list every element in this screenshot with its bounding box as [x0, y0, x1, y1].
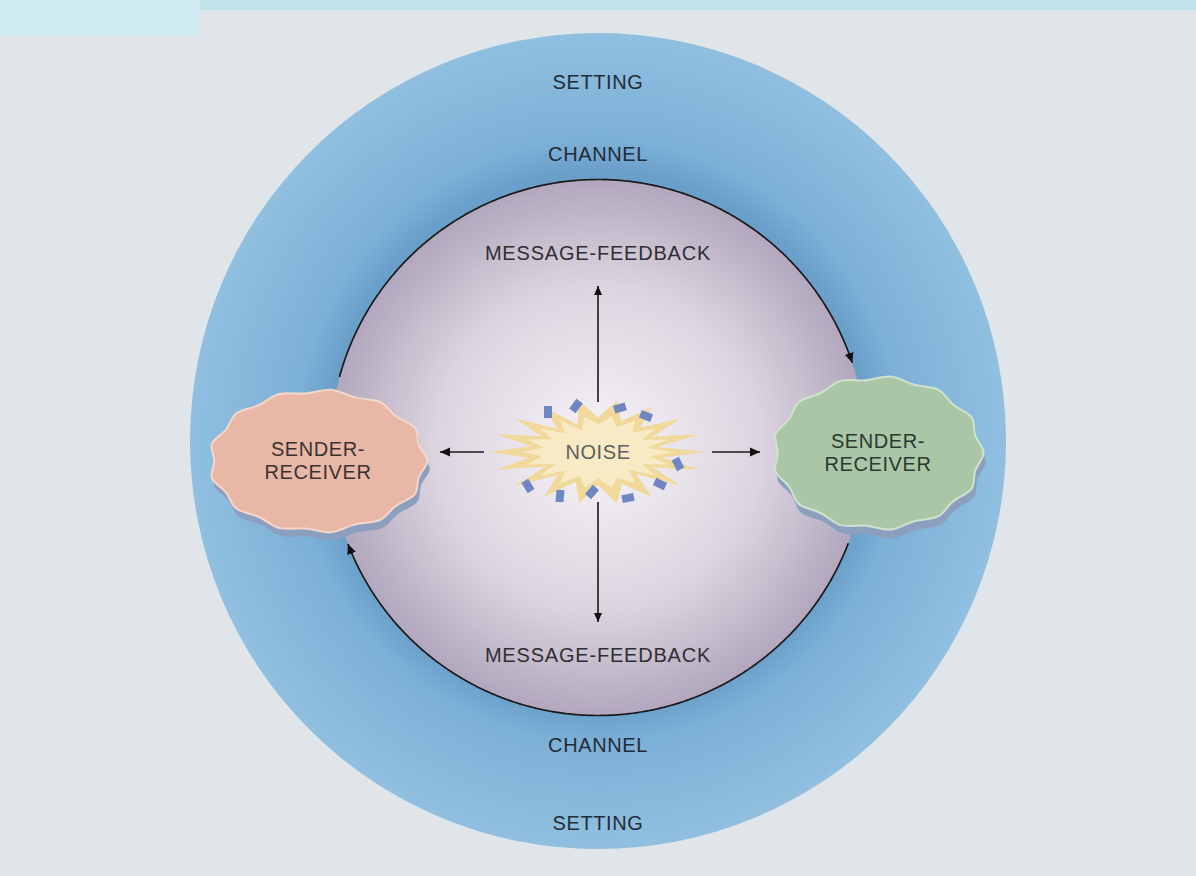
noise-arrow	[440, 451, 484, 453]
sender-receiver-cloud-text: SENDER- RECEIVER	[824, 430, 931, 476]
setting-circle: SETTING SETTING CHANNEL CHANNEL NOISE SENDER-…	[190, 33, 1006, 849]
setting-disc	[190, 33, 1006, 849]
cloud-body	[211, 390, 427, 532]
noise-fragment	[585, 485, 599, 499]
noise-fragment	[639, 410, 653, 422]
label-holder: MESSAGE-FEEDBACK	[485, 644, 711, 667]
setting-circle-text: SETTING	[553, 812, 644, 835]
noise-burst: NOISE	[488, 398, 708, 506]
setting-circle-text: SETTING	[553, 71, 644, 94]
noise-fragment	[621, 493, 634, 503]
feedback-arrow	[597, 286, 599, 402]
noise-fragment	[544, 406, 552, 418]
flow-label: MESSAGE-FEEDBACK	[485, 242, 711, 265]
burst-body	[490, 401, 706, 503]
noise-burst-text: NOISE	[565, 441, 630, 464]
message-arc	[339, 180, 852, 378]
label-holder: MESSAGE-FEEDBACK	[485, 242, 711, 265]
noise-arrow	[712, 451, 760, 453]
noise-fragment	[653, 478, 667, 490]
corner-band	[0, 0, 200, 36]
noise-fragment	[613, 403, 627, 414]
flow-label: MESSAGE-FEEDBACK	[485, 644, 711, 667]
sender-receiver-cloud: SENDER- RECEIVER	[200, 382, 436, 540]
noise-fragment	[672, 457, 685, 471]
sender-receiver-cloud-text: SENDER- RECEIVER	[264, 438, 371, 484]
channel-circle-text: CHANNEL	[548, 734, 648, 757]
noise-fragment	[569, 399, 583, 413]
message-arc	[348, 543, 848, 715]
burst-core	[522, 416, 673, 488]
channel-circle-text: CHANNEL	[548, 143, 648, 166]
noise-fragment	[521, 479, 534, 493]
noise-fragment	[555, 490, 564, 503]
sender-receiver-cloud: SENDER- RECEIVER	[764, 368, 992, 538]
cloud-body	[775, 376, 984, 529]
feedback-arrow	[597, 502, 599, 622]
